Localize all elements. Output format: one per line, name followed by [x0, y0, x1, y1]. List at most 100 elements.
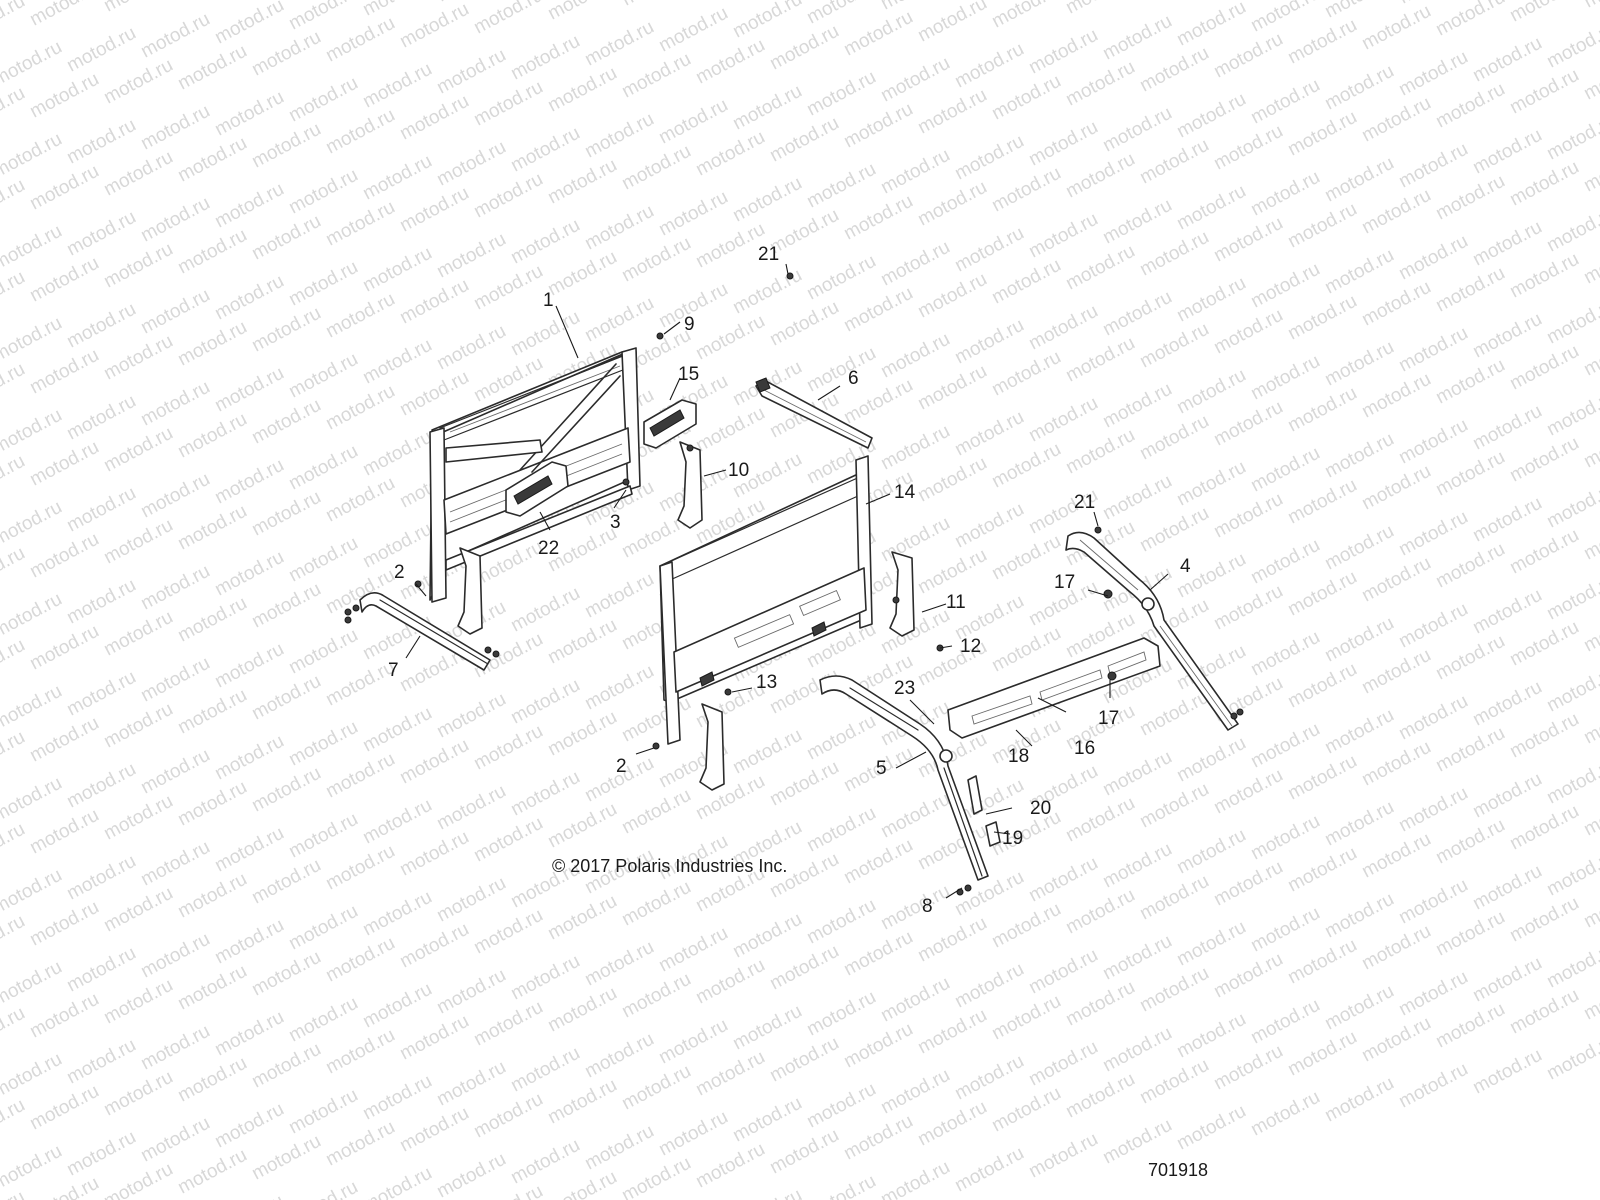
callout-16: 16: [1074, 738, 1095, 759]
watermark-text: motod.ru: [1506, 709, 1582, 763]
watermark-text: motod.ru: [322, 289, 398, 343]
watermark-text: motod.ru: [26, 713, 102, 767]
watermark-text: motod.ru: [1395, 1059, 1471, 1113]
watermark-text: motod.ru: [248, 855, 324, 909]
watermark-text: motod.ru: [0, 957, 66, 1011]
watermark-text: motod.ru: [396, 1011, 472, 1065]
watermark-text: motod.ru: [1062, 57, 1138, 111]
watermark-text: motod.ru: [618, 969, 694, 1023]
watermark-text: motod.ru: [1210, 1041, 1286, 1095]
watermark-text: motod.ru: [729, 909, 805, 963]
watermark-text: motod.ru: [988, 71, 1064, 125]
watermark-text: motod.ru: [581, 17, 657, 71]
watermark-text: motod.ru: [507, 31, 583, 85]
watermark-text: motod.ru: [544, 1075, 620, 1129]
watermark-text: motod.ru: [63, 483, 139, 537]
watermark-text: motod.ru: [248, 579, 324, 633]
watermark-text: motod.ru: [433, 1149, 509, 1200]
watermark-text: motod.ru: [396, 919, 472, 973]
watermark-text: motod.ru: [1321, 0, 1397, 22]
watermark-text: motod.ru: [1580, 143, 1600, 197]
watermark-text: motod.ru: [1062, 425, 1138, 479]
watermark-text: motod.ru: [1506, 0, 1582, 26]
callout-12: 12: [960, 636, 981, 657]
watermark-text: motod.ru: [877, 53, 953, 107]
watermark-text: motod.ru: [470, 1181, 546, 1200]
watermark-text: motod.ru: [507, 123, 583, 177]
watermark-text: motod.ru: [1284, 935, 1360, 989]
watermark-text: motod.ru: [655, 3, 731, 57]
watermark-text: motod.ru: [1321, 337, 1397, 391]
watermark-text: motod.ru: [1284, 843, 1360, 897]
watermark-text: motod.ru: [1506, 801, 1582, 855]
watermark-text: motod.ru: [1210, 949, 1286, 1003]
watermark-text: motod.ru: [544, 707, 620, 761]
watermark-text: motod.ru: [63, 575, 139, 629]
watermark-text: motod.ru: [470, 721, 546, 775]
watermark-text: motod.ru: [470, 997, 546, 1051]
watermark-text: motod.ru: [581, 569, 657, 623]
watermark-text: motod.ru: [1358, 1, 1434, 55]
watermark-text: motod.ru: [1580, 419, 1600, 473]
watermark-text: motod.ru: [26, 989, 102, 1043]
watermark-text: motod.ru: [1247, 259, 1323, 313]
watermark-text: motod.ru: [359, 151, 435, 205]
watermark-text: motod.ru: [1099, 747, 1175, 801]
watermark-text: motod.ru: [396, 1103, 472, 1157]
watermark-text: motod.ru: [877, 1065, 953, 1119]
watermark-text: motod.ru: [248, 303, 324, 357]
watermark-text: motod.ru: [544, 0, 620, 24]
watermark-text: motod.ru: [1506, 893, 1582, 947]
watermark-text: motod.ru: [396, 91, 472, 145]
bracket-13: [699, 703, 725, 791]
watermark-text: motod.ru: [581, 109, 657, 163]
watermark-text: motod.ru: [1062, 977, 1138, 1031]
document-number: 701918: [1148, 1160, 1208, 1180]
watermark-text: motod.ru: [1506, 341, 1582, 395]
watermark-text: motod.ru: [803, 251, 879, 305]
watermark-text: motod.ru: [1395, 691, 1471, 745]
watermark-text: motod.ru: [1395, 599, 1471, 653]
watermark-text: motod.ru: [174, 869, 250, 923]
watermark-text: motod.ru: [100, 515, 176, 569]
watermark-text: motod.ru: [322, 473, 398, 527]
watermark-text: motod.ru: [248, 395, 324, 449]
watermark-text: motod.ru: [100, 331, 176, 385]
watermark-text: motod.ru: [359, 243, 435, 297]
watermark-text: motod.ru: [803, 1171, 879, 1200]
watermark-text: motod.ru: [137, 653, 213, 707]
watermark-text: motod.ru: [1247, 903, 1323, 957]
watermark-text: motod.ru: [1321, 153, 1397, 207]
watermark-text: motod.ru: [63, 299, 139, 353]
copyright-notice: © 2017 Polaris Industries Inc.: [552, 856, 787, 876]
watermark-text: motod.ru: [1062, 1069, 1138, 1123]
watermark-text: motod.ru: [1136, 411, 1212, 465]
watermark-text: motod.ru: [803, 1079, 879, 1133]
watermark-text: motod.ru: [26, 69, 102, 123]
watermark-text: motod.ru: [1173, 1101, 1249, 1155]
watermark-text: motod.ru: [877, 237, 953, 291]
callout-2-lower: 2: [616, 756, 627, 777]
watermark-text: motod.ru: [285, 901, 361, 955]
watermark-text: motod.ru: [507, 1135, 583, 1189]
watermark-text: motod.ru: [211, 731, 287, 785]
handle-15: [643, 399, 697, 449]
watermark-text: motod.ru: [248, 211, 324, 265]
watermark-text: motod.ru: [174, 777, 250, 831]
watermark-text: motod.ru: [1247, 995, 1323, 1049]
watermark-text: motod.ru: [1321, 245, 1397, 299]
watermark-text: motod.ru: [544, 247, 620, 301]
bracket-11: [889, 551, 915, 637]
callout-5: 5: [876, 758, 887, 779]
watermark-text: motod.ru: [1099, 379, 1175, 433]
watermark-text: motod.ru: [1358, 461, 1434, 515]
watermark-text: motod.ru: [26, 805, 102, 859]
watermark-text: motod.ru: [1469, 677, 1545, 731]
watermark-text: motod.ru: [63, 1127, 139, 1181]
watermark-text: motod.ru: [618, 141, 694, 195]
callout-10: 10: [728, 460, 749, 481]
watermark-text: motod.ru: [544, 615, 620, 669]
callout-3: 3: [610, 512, 621, 533]
watermark-text: motod.ru: [433, 873, 509, 927]
